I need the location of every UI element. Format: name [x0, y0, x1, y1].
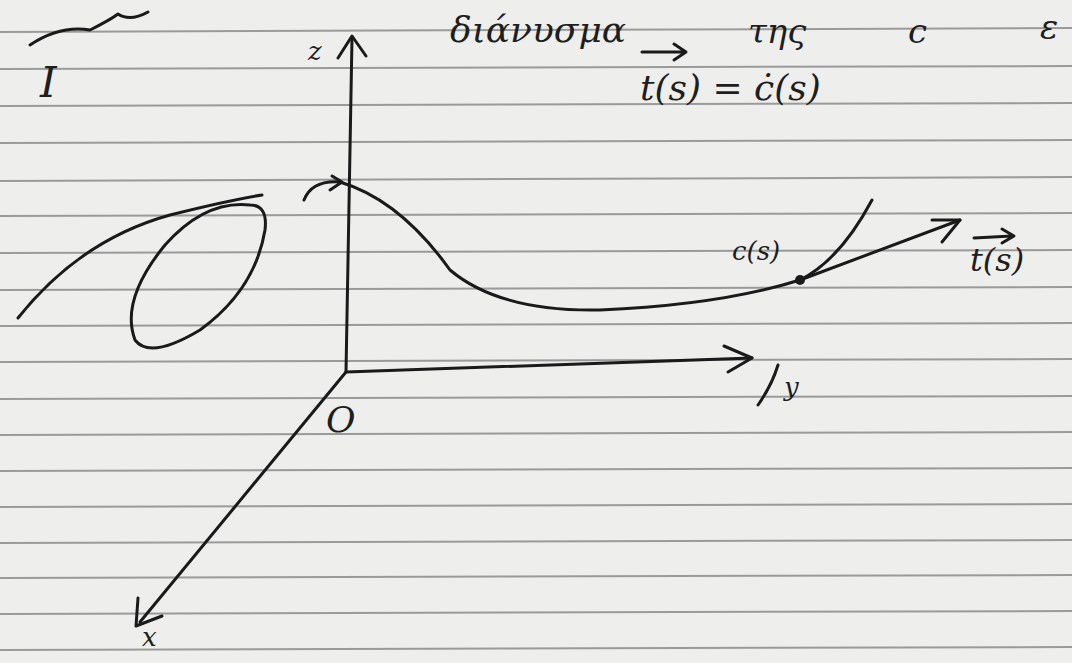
point — [795, 275, 805, 285]
arrow-head — [136, 598, 162, 626]
handwritten-label: ε — [1040, 10, 1058, 44]
handwritten-label: y — [784, 374, 799, 400]
handwritten-label: z — [308, 38, 322, 64]
arrow-head — [338, 36, 366, 58]
curve-c — [304, 182, 872, 310]
y-axis — [346, 358, 752, 372]
arrow-head — [330, 176, 342, 190]
handwritten-label: c(s) — [732, 238, 780, 264]
handwritten-label: της — [748, 14, 806, 48]
x-axis — [140, 372, 346, 622]
handwritten-label: t(s) = ċ(s) — [640, 70, 821, 106]
vector-arrow — [974, 229, 1014, 243]
handwritten-label: t(s) — [970, 244, 1024, 276]
handwritten-label: x — [142, 624, 157, 650]
brace — [30, 12, 148, 45]
z-axis — [346, 38, 352, 372]
handwritten-label: O — [326, 402, 356, 438]
loop-curve — [131, 205, 265, 349]
handwritten-label: c — [908, 14, 927, 48]
vector-arrow — [642, 44, 686, 60]
arrow-head — [724, 346, 752, 372]
loop-curve — [18, 195, 262, 318]
arrow-head — [932, 220, 960, 242]
tangent-vector — [800, 220, 960, 280]
axis-mark — [758, 365, 778, 405]
handwritten-label: διάνυσμα — [450, 12, 626, 48]
handwritten-label: I — [40, 62, 57, 104]
